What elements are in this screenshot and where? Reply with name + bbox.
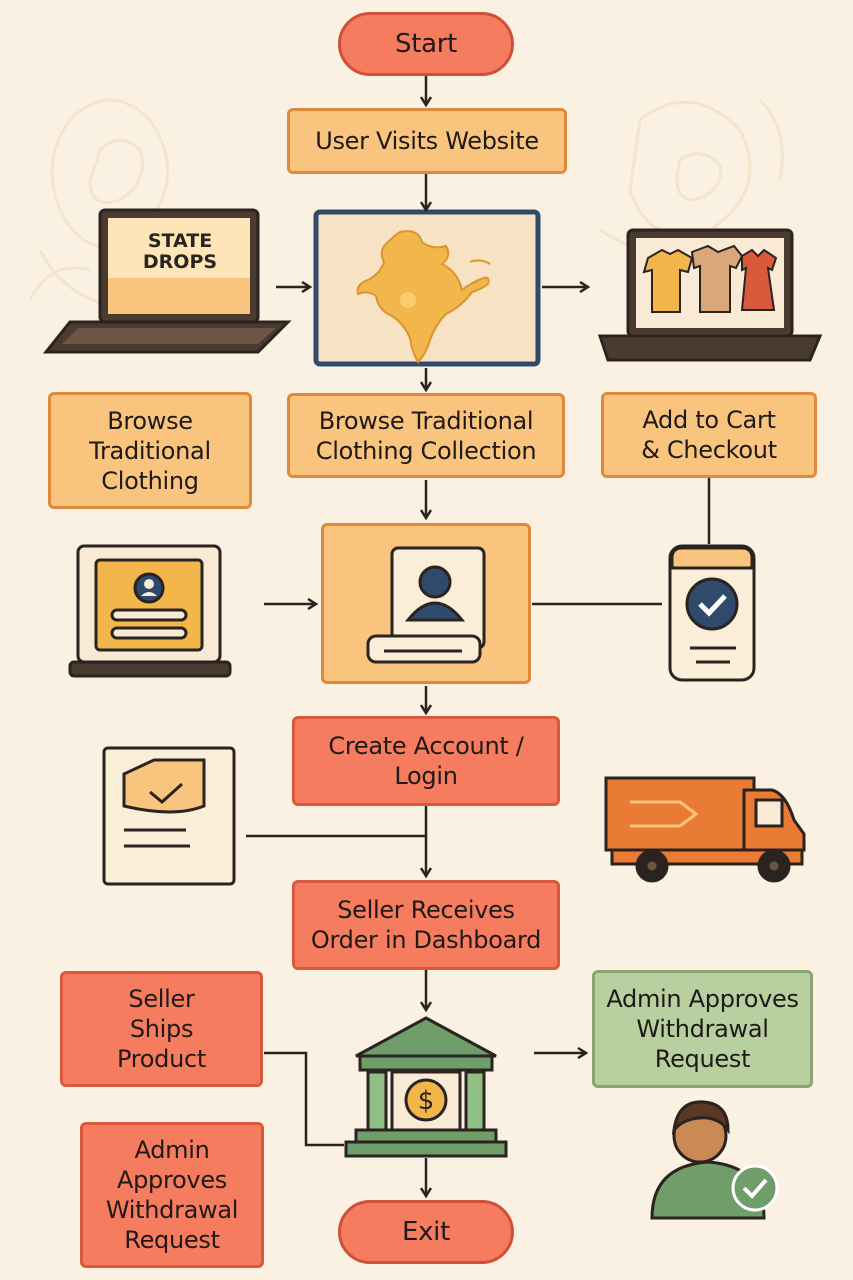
step-browse-traditional-clothing: Browse Traditional Clothing xyxy=(48,392,252,509)
document-check-icon xyxy=(102,746,236,886)
step-admin-approves-withdrawal-green: Admin Approves Withdrawal Request xyxy=(592,970,813,1088)
start-terminal: Start xyxy=(338,12,514,76)
step-add-to-cart-checkout: Add to Cart & Checkout xyxy=(601,392,817,478)
phone-checkmark-icon xyxy=(668,544,756,682)
login-laptop-icon xyxy=(68,544,232,678)
delivery-truck-icon xyxy=(604,776,806,883)
bank-dollar-icon: $ xyxy=(344,1016,508,1158)
paisley-decoration-icon xyxy=(28,98,784,312)
step-create-account-login: Create Account / Login xyxy=(292,716,560,806)
step-browse-collection: Browse Traditional Clothing Collection xyxy=(287,393,565,478)
laptop-brand-line1: STATE xyxy=(148,230,212,252)
step-user-visits-website: User Visits Website xyxy=(287,108,567,174)
laptop-brand-line2: DROPS xyxy=(143,251,217,273)
step-admin-approves-withdrawal-red: Admin Approves Withdrawal Request xyxy=(80,1122,264,1268)
line-ships-bank xyxy=(264,1051,344,1147)
svg-text:$: $ xyxy=(418,1086,435,1116)
exit-terminal: Exit xyxy=(338,1200,514,1264)
laptop-state-drops-icon: STATE DROPS xyxy=(42,208,292,354)
step-seller-ships-product: Seller Ships Product xyxy=(60,971,263,1087)
india-map-monitor-icon xyxy=(313,209,541,367)
admin-user-check-icon xyxy=(650,1100,779,1220)
connectors xyxy=(246,76,711,1196)
clothing-laptop-icon xyxy=(597,228,823,362)
user-profile-icon xyxy=(366,546,486,664)
step-seller-receives-order: Seller Receives Order in Dashboard xyxy=(292,880,560,970)
